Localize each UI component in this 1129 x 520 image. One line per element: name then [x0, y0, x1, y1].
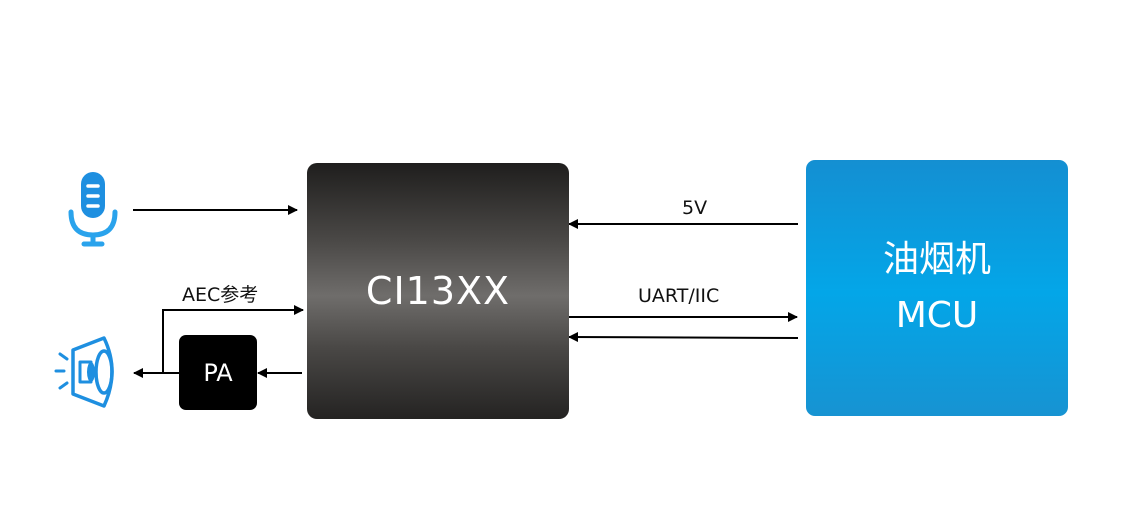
mcu-block: 油烟机 MCU — [806, 160, 1068, 416]
pa-label: PA — [203, 358, 233, 387]
mcu-to-chip-arrow — [568, 332, 799, 343]
aec-label: AEC参考 — [182, 284, 259, 306]
aec-reference-arrow — [162, 305, 304, 373]
mcu-label: MCU — [895, 295, 979, 336]
chip-label: CI13XX — [365, 269, 511, 313]
chip-block: CI13XX — [307, 163, 569, 419]
comm-label: UART/IIC — [638, 285, 720, 307]
power-label: 5V — [682, 197, 708, 219]
mcu-title: 油烟机 — [882, 239, 991, 281]
pa-block: PA — [179, 335, 257, 410]
